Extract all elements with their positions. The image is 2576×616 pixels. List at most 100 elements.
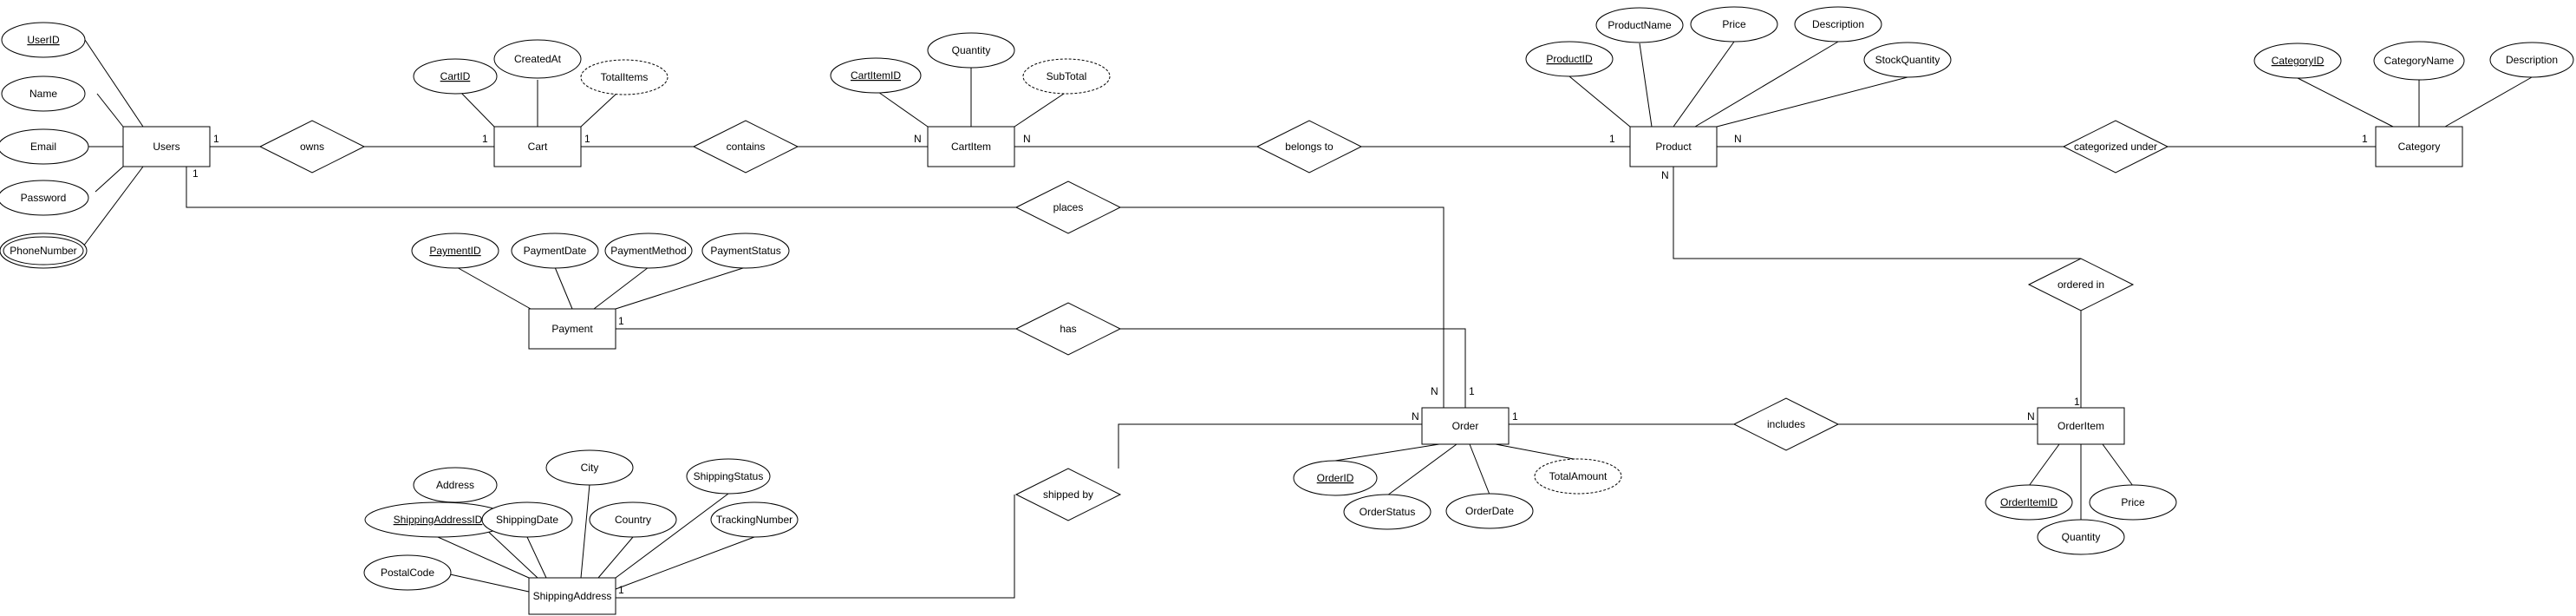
attribute-orderdate[interactable]: OrderDate [1445,493,1534,529]
attribute-cartid-label: CartID [440,70,471,82]
attribute-categoryid[interactable]: CategoryID [2253,43,2342,79]
attribute-address[interactable]: Address [413,467,498,503]
connector-order-totalamount [1495,443,1579,461]
relationship-includes[interactable]: includes [1732,397,1840,451]
cardinality-product-ordered: N [1661,169,1669,181]
attribute-paymentstatus-label: PaymentStatus [710,245,780,257]
attribute-orderitem-quantity[interactable]: Quantity [2037,519,2125,555]
relationship-places[interactable]: places [1014,180,1122,234]
attribute-shippingaddressid-label: ShippingAddressID [394,514,483,526]
attribute-country[interactable]: Country [589,501,677,538]
entity-product-label: Product [1655,141,1692,153]
attribute-email-label: Email [30,141,56,153]
entity-payment[interactable]: Payment [528,308,616,350]
relationship-has[interactable]: has [1014,302,1122,356]
attribute-category-description-label: Description [2506,54,2558,66]
attribute-orderitem-quantity-label: Quantity [2062,531,2101,543]
connector-payment-paymentmethod [593,266,649,310]
attributes: UserID Name Email Password PhoneNumber C… [0,6,2574,591]
entity-payment-label: Payment [551,323,593,335]
connector-order-orderid [1334,443,1440,462]
attribute-paymentdate[interactable]: PaymentDate [511,233,599,269]
attribute-shippingstatus-label: ShippingStatus [694,470,764,482]
entity-orderitem-label: OrderItem [2058,420,2104,432]
relationship-categorized-under[interactable]: categorized under [2062,120,2169,174]
relationship-belongs-to-label: belongs to [1285,141,1334,153]
attribute-userid[interactable]: UserID [1,22,86,58]
attribute-password[interactable]: Password [0,180,89,216]
entity-cart[interactable]: Cart [493,126,582,167]
attribute-paymentstatus[interactable]: PaymentStatus [701,233,790,269]
attribute-paymentmethod[interactable]: PaymentMethod [604,233,693,269]
relationship-includes-label: includes [1767,418,1805,430]
attribute-orderstatus[interactable]: OrderStatus [1343,494,1431,530]
attribute-paymentid[interactable]: PaymentID [411,233,499,269]
connector-users-userid [84,39,144,128]
attribute-phonenumber[interactable]: PhoneNumber [0,233,88,269]
cardinality-includes-orderitem: N [2027,410,2035,423]
relationship-ordered-in-label: ordered in [2058,279,2104,291]
relationships: owns contains belongs to categorized und… [258,120,2169,521]
entity-category[interactable]: Category [2375,126,2463,167]
entity-shippingaddress[interactable]: ShippingAddress [528,577,616,615]
cardinality-users-owns: 1 [213,133,219,145]
attribute-subtotal[interactable]: SubTotal [1022,58,1111,95]
attribute-cartid[interactable]: CartID [413,58,498,95]
attribute-cartitemid[interactable]: CartItemID [830,57,922,94]
connector-product-description [1694,41,1839,128]
attribute-orderid[interactable]: OrderID [1293,460,1378,496]
relationship-owns-label: owns [300,141,324,153]
relationship-belongs-to[interactable]: belongs to [1255,120,1363,174]
connector-cartitem-cartitemid [875,89,929,128]
attribute-productid[interactable]: ProductID [1525,41,1614,77]
entity-orderitem[interactable]: OrderItem [2037,407,2125,445]
attribute-orderitemid-label: OrderItemID [2000,496,2058,508]
attribute-categoryname[interactable]: CategoryName [2373,41,2465,81]
attribute-orderitem-price[interactable]: Price [2089,484,2177,521]
entity-users[interactable]: Users [122,126,211,167]
attribute-productname[interactable]: ProductName [1595,7,1684,43]
connector-users-places [186,167,1016,208]
attribute-name-label: Name [29,88,57,100]
connector-product-productid [1568,75,1631,128]
relationship-ordered-in[interactable]: ordered in [2027,258,2135,311]
attribute-orderid-label: OrderID [1317,472,1354,484]
attribute-quantity[interactable]: Quantity [927,32,1015,69]
attribute-city[interactable]: City [545,449,634,486]
attribute-categoryid-label: CategoryID [2272,55,2325,67]
connector-category-description [2444,76,2533,128]
attribute-trackingnumber[interactable]: TrackingNumber [710,501,799,538]
attribute-category-description[interactable]: Description [2489,42,2574,78]
attribute-orderitemid[interactable]: OrderItemID [1985,484,2073,521]
attribute-totalamount[interactable]: TotalAmount [1534,458,1622,495]
connector-users-password [95,166,124,193]
connector-order-shipped [1118,423,1422,469]
connector-users-name [96,93,124,128]
attribute-shippingdate[interactable]: ShippingDate [481,501,573,538]
entity-order-label: Order [1452,420,1479,432]
relationship-contains[interactable]: contains [692,120,799,174]
entity-order[interactable]: Order [1421,407,1510,445]
connector-has-order [1120,328,1466,408]
attribute-product-price[interactable]: Price [1690,6,1778,43]
entity-cartitem[interactable]: CartItem [927,126,1015,167]
attribute-email[interactable]: Email [0,128,89,165]
relationship-owns[interactable]: owns [258,120,366,174]
attribute-stockquantity-label: StockQuantity [1875,54,1940,66]
attribute-postalcode[interactable]: PostalCode [363,554,452,591]
relationship-shipped-by[interactable]: shipped by [1014,468,1122,521]
attribute-shippingstatus[interactable]: ShippingStatus [686,458,771,495]
attribute-subtotal-label: SubTotal [1047,70,1087,82]
attribute-name[interactable]: Name [1,75,86,112]
attribute-totalitems[interactable]: TotalItems [580,59,668,95]
entity-product[interactable]: Product [1629,126,1718,167]
cardinality-order-includes: 1 [1512,410,1518,423]
attribute-stockquantity[interactable]: StockQuantity [1863,42,1952,78]
connector-product-ordered [1673,167,2081,259]
attribute-product-description[interactable]: Description [1794,6,1882,43]
attribute-quantity-label: Quantity [952,44,991,56]
relationship-contains-label: contains [727,141,766,153]
attribute-createdat[interactable]: CreatedAt [493,39,582,79]
connector-shipping-trackingnumber [615,536,755,590]
entity-shippingaddress-label: ShippingAddress [533,590,612,602]
